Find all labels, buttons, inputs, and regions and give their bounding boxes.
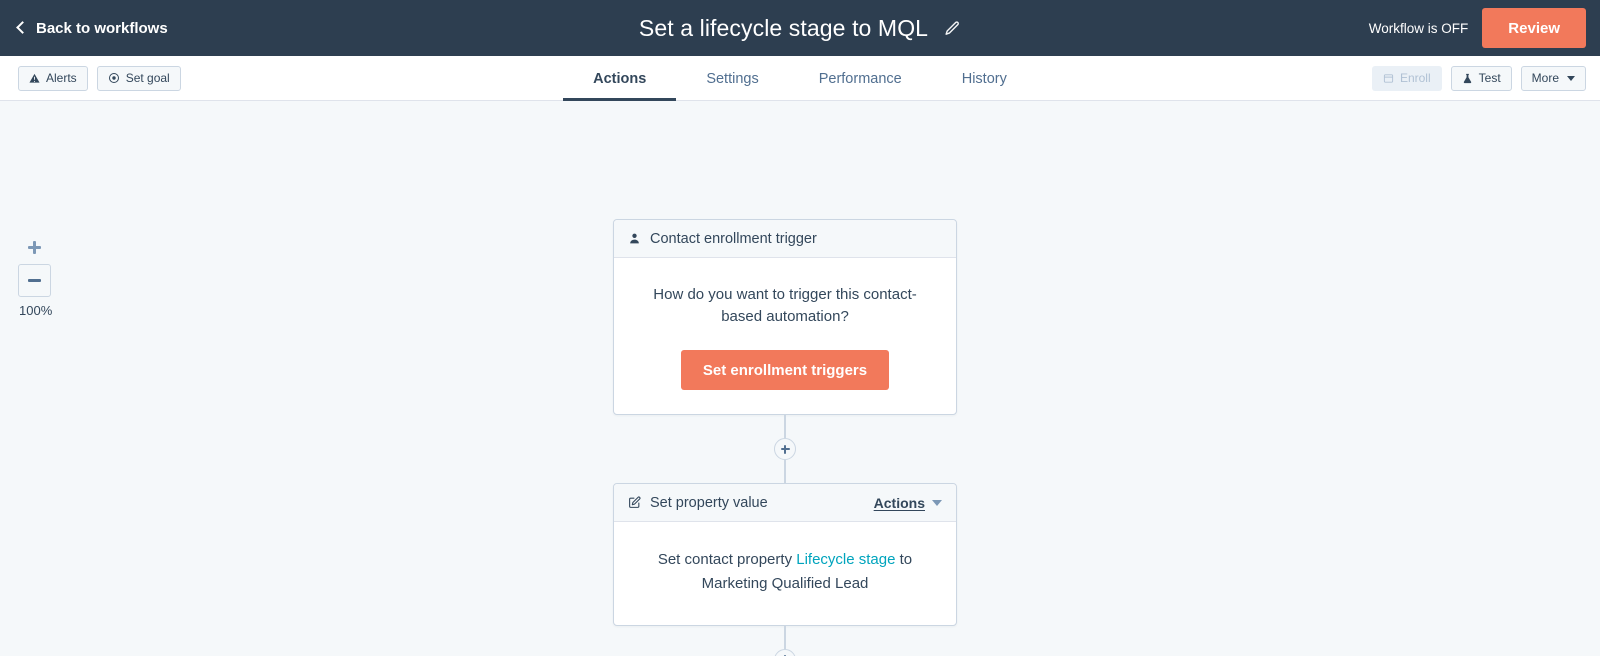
edit-square-icon — [628, 496, 641, 509]
flask-icon — [1462, 73, 1473, 84]
zoom-level-label: 100% — [19, 303, 53, 318]
zoom-in-button[interactable] — [18, 231, 51, 264]
header-right-group: Workflow is OFF Review — [1369, 8, 1586, 48]
sentence-value: Marketing Qualified Lead — [701, 574, 869, 592]
trigger-question: How do you want to trigger this contact-… — [653, 286, 917, 326]
app-header: Back to workflows Set a lifecycle stage … — [0, 0, 1600, 56]
node-title: Set property value — [650, 494, 768, 511]
page-title: Set a lifecycle stage to MQL — [638, 14, 929, 41]
warning-triangle-icon — [29, 73, 40, 84]
set-property-sentence: Set contact property Lifecycle stage to … — [642, 548, 928, 595]
node-header: Contact enrollment trigger — [614, 220, 956, 258]
node-set-property-value[interactable]: Set property value Actions Set contact p… — [613, 483, 957, 626]
node-actions-label: Actions — [873, 494, 925, 511]
caret-down-icon — [1567, 75, 1575, 81]
workflow-tabs: Actions Settings Performance History — [0, 56, 1600, 101]
set-enrollment-triggers-button[interactable]: Set enrollment triggers — [680, 350, 890, 391]
workflow-title-container: Set a lifecycle stage to MQL — [0, 0, 1600, 56]
sentence-middle: to — [895, 551, 913, 569]
toolbar-left-group: Alerts Set goal — [18, 65, 181, 91]
connector-line — [784, 625, 786, 649]
contact-person-icon — [628, 232, 641, 245]
workflow-toolbar: Alerts Set goal Actions Settings Perform… — [0, 56, 1600, 101]
back-to-workflows-link[interactable]: Back to workflows — [16, 19, 168, 37]
more-label: More — [1531, 71, 1559, 85]
connector-1 — [613, 415, 957, 484]
node-contact-enrollment-trigger[interactable]: Contact enrollment trigger How do you wa… — [613, 219, 957, 416]
node-body: Set contact property Lifecycle stage to … — [614, 522, 956, 625]
toolbar-right-group: Enroll Test More — [1371, 65, 1586, 91]
chevron-left-icon — [16, 21, 29, 34]
test-button[interactable]: Test — [1450, 65, 1512, 91]
connector-line — [784, 415, 786, 439]
zoom-out-button[interactable] — [18, 264, 51, 297]
caret-down-icon — [932, 499, 942, 506]
tab-history[interactable]: History — [961, 70, 1007, 87]
add-step-button-2[interactable] — [774, 648, 796, 656]
workflow-canvas[interactable]: 100% Contact enrollment trigger How do y… — [0, 101, 1600, 656]
zoom-controls: 100% — [18, 231, 53, 318]
lifecycle-stage-property-link[interactable]: Lifecycle stage — [796, 551, 896, 569]
alerts-button[interactable]: Alerts — [18, 65, 88, 91]
pencil-icon[interactable] — [944, 20, 961, 37]
sentence-prefix: Set contact property — [657, 551, 797, 569]
minus-icon — [28, 279, 41, 282]
node-actions-dropdown[interactable]: Actions — [874, 495, 942, 511]
add-step-button-1[interactable] — [774, 438, 796, 461]
node-body: How do you want to trigger this contact-… — [614, 258, 956, 414]
connector-2 — [613, 625, 957, 656]
status-badge: Workflow is OFF — [1368, 20, 1469, 36]
tab-actions[interactable]: Actions — [563, 56, 677, 101]
test-label: Test — [1478, 71, 1501, 85]
back-to-workflows-label: Back to workflows — [36, 19, 168, 37]
enroll-icon — [1383, 73, 1394, 84]
set-goal-label: Set goal — [125, 71, 170, 85]
tab-performance[interactable]: Performance — [818, 70, 902, 87]
review-button[interactable]: Review — [1482, 8, 1586, 48]
node-title: Contact enrollment trigger — [650, 230, 817, 247]
enroll-button[interactable]: Enroll — [1371, 65, 1442, 91]
workflow-flow: Contact enrollment trigger How do you wa… — [613, 219, 957, 656]
more-button[interactable]: More — [1520, 65, 1586, 91]
set-goal-button[interactable]: Set goal — [96, 65, 181, 91]
enroll-label: Enroll — [1399, 71, 1431, 85]
alerts-label: Alerts — [46, 71, 77, 85]
connector-line — [784, 460, 786, 484]
target-icon — [108, 72, 120, 84]
node-header: Set property value Actions — [614, 484, 956, 523]
tab-settings[interactable]: Settings — [706, 70, 759, 87]
